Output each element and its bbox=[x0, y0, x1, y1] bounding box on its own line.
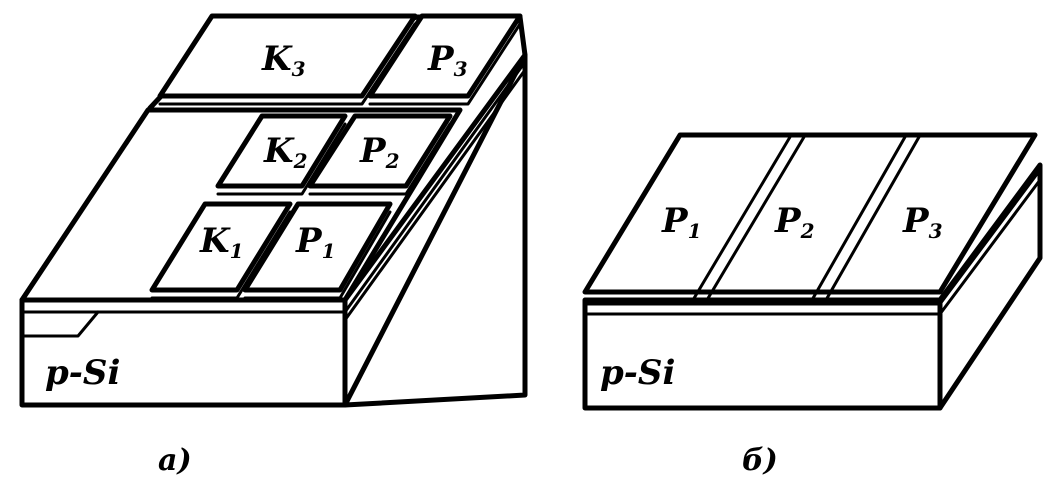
pad-p3 bbox=[367, 13, 523, 99]
pad-k2 bbox=[215, 113, 348, 189]
strip-gap-1b bbox=[705, 135, 806, 302]
substrate-b-front-face bbox=[582, 297, 943, 411]
substrate-b-top-face bbox=[582, 132, 1038, 295]
label-p2: P2 bbox=[359, 131, 400, 173]
label-k2: K2 bbox=[263, 131, 308, 173]
well-region-a bbox=[20, 310, 100, 338]
label-b-p1: P1 bbox=[661, 201, 702, 243]
pad-p3-edge bbox=[368, 22, 522, 106]
diagram-a: K3 P3 K2 P2 K1 P1 p-Si a) bbox=[19, 13, 528, 478]
strip-gap-1a bbox=[691, 135, 792, 302]
substrate-label-b: p-Si bbox=[600, 353, 675, 393]
pad-p2 bbox=[307, 113, 453, 189]
strip-gap-2b bbox=[824, 135, 921, 302]
label-p3: P3 bbox=[427, 39, 468, 81]
substrate-label-a: p-Si bbox=[45, 353, 120, 393]
side-layer-b-2 bbox=[938, 178, 1042, 316]
strip-gap-2a bbox=[810, 135, 907, 302]
label-b-p3: P3 bbox=[902, 201, 943, 243]
diagram-b: P1 P2 P3 p-Si б) bbox=[582, 132, 1043, 478]
pad-k1-edge bbox=[150, 210, 292, 300]
label-k3: K3 bbox=[261, 39, 306, 81]
pad-p1-edge bbox=[243, 210, 392, 300]
substrate-a-right-face bbox=[342, 52, 528, 408]
label-p1: P1 bbox=[295, 221, 336, 263]
caption-b: б) bbox=[742, 443, 778, 478]
label-b-p2: P2 bbox=[774, 201, 815, 243]
label-k1: K1 bbox=[199, 221, 243, 263]
side-layer-a-1 bbox=[343, 60, 527, 314]
pad-k2-edge bbox=[216, 122, 347, 196]
side-layer-a-2 bbox=[343, 68, 527, 322]
pad-p2-edge bbox=[308, 122, 452, 196]
pad-k3 bbox=[157, 13, 418, 99]
side-layer-b-1 bbox=[938, 168, 1042, 306]
pad-k1 bbox=[149, 201, 293, 293]
caption-a: a) bbox=[158, 443, 192, 478]
pad-p1 bbox=[242, 201, 393, 293]
